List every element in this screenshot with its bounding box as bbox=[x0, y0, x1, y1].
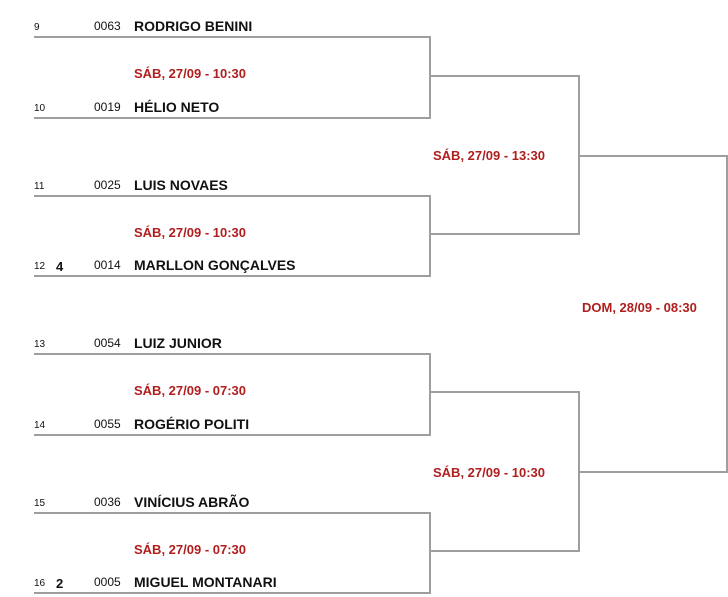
bracket-entry[interactable]: 10 0019 HÉLIO NETO bbox=[34, 95, 430, 117]
entry-position: 9 bbox=[34, 22, 40, 33]
bracket-line bbox=[726, 155, 728, 473]
bracket-entry[interactable]: 14 0055 ROGÉRIO POLITI bbox=[34, 412, 430, 434]
bracket-line bbox=[34, 275, 431, 277]
match-time: SÁB, 27/09 - 10:30 bbox=[433, 465, 546, 480]
bracket-line bbox=[429, 512, 431, 594]
entry-position: 15 bbox=[34, 498, 46, 509]
entry-position: 11 bbox=[34, 181, 45, 192]
player-name[interactable]: HÉLIO NETO bbox=[134, 99, 220, 115]
player-code: 0019 bbox=[94, 100, 121, 114]
player-code: 0055 bbox=[94, 417, 121, 431]
player-code: 0014 bbox=[94, 258, 121, 272]
seed-number: 2 bbox=[56, 576, 64, 591]
bracket-entry[interactable]: 9 0063 RODRIGO BENINI bbox=[34, 14, 430, 36]
bracket-line bbox=[34, 512, 431, 514]
player-code: 0025 bbox=[94, 178, 121, 192]
bracket-line bbox=[34, 117, 431, 119]
match-time: SÁB, 27/09 - 10:30 bbox=[134, 66, 247, 81]
seed-number: 4 bbox=[56, 259, 64, 274]
player-code: 0036 bbox=[94, 495, 121, 509]
bracket-entry[interactable]: 16 2 0005 MIGUEL MONTANARI bbox=[34, 570, 430, 592]
bracket-line bbox=[429, 195, 431, 277]
entry-position: 12 bbox=[34, 261, 46, 272]
bracket-line bbox=[34, 36, 431, 38]
bracket-line bbox=[34, 195, 431, 197]
bracket-line bbox=[578, 155, 728, 157]
bracket-line bbox=[429, 353, 431, 436]
entry-position: 16 bbox=[34, 578, 46, 589]
player-code: 0063 bbox=[94, 19, 121, 33]
match-time: SÁB, 27/09 - 07:30 bbox=[134, 542, 247, 557]
match-time: SÁB, 27/09 - 13:30 bbox=[433, 148, 546, 163]
entry-position: 13 bbox=[34, 339, 46, 350]
match-time: SÁB, 27/09 - 07:30 bbox=[134, 383, 247, 398]
bracket-line bbox=[429, 233, 580, 235]
player-name[interactable]: LUIZ JUNIOR bbox=[134, 335, 222, 351]
bracket-entry[interactable]: 13 0054 LUIZ JUNIOR bbox=[34, 331, 430, 353]
bracket-line bbox=[34, 353, 431, 355]
player-name[interactable]: RODRIGO BENINI bbox=[134, 18, 253, 34]
bracket-line bbox=[34, 592, 431, 594]
player-name[interactable]: MARLLON GONÇALVES bbox=[134, 257, 296, 273]
match-time: SÁB, 27/09 - 10:30 bbox=[134, 225, 247, 240]
bracket-line bbox=[578, 471, 728, 473]
bracket-entry[interactable]: 12 4 0014 MARLLON GONÇALVES bbox=[34, 253, 430, 275]
match-time: DOM, 28/09 - 08:30 bbox=[582, 300, 697, 315]
player-code: 0054 bbox=[94, 336, 121, 350]
player-name[interactable]: ROGÉRIO POLITI bbox=[134, 416, 250, 432]
bracket-entry[interactable]: 11 0025 LUIS NOVAES bbox=[34, 173, 430, 195]
bracket-line bbox=[34, 434, 431, 436]
bracket-line bbox=[429, 75, 580, 77]
bracket-entry[interactable]: 15 0036 VINÍCIUS ABRÃO bbox=[34, 490, 430, 512]
bracket-line bbox=[429, 36, 431, 119]
player-name[interactable]: MIGUEL MONTANARI bbox=[134, 574, 277, 590]
player-name[interactable]: VINÍCIUS ABRÃO bbox=[134, 494, 250, 510]
player-code: 0005 bbox=[94, 575, 121, 589]
entry-position: 10 bbox=[34, 103, 46, 114]
bracket-line bbox=[429, 550, 580, 552]
entry-position: 14 bbox=[34, 420, 46, 431]
bracket-line bbox=[429, 391, 580, 393]
player-name[interactable]: LUIS NOVAES bbox=[134, 177, 228, 193]
